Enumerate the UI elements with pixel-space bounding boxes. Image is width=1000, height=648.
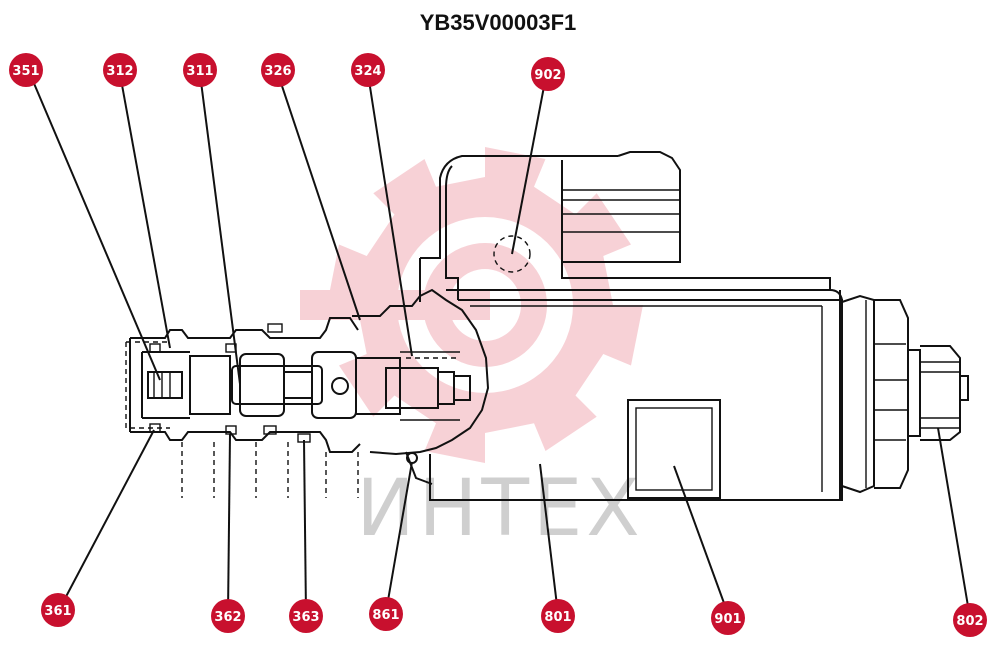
callout-351[interactable]: 351 — [9, 53, 43, 87]
callout-label-311: 311 — [186, 64, 213, 79]
callout-label-361: 361 — [44, 604, 71, 619]
callout-label-802: 802 — [956, 614, 983, 629]
callout-label-312: 312 — [106, 64, 133, 79]
callout-802[interactable]: 802 — [953, 603, 987, 637]
callout-label-901: 901 — [714, 612, 741, 627]
callout-label-326: 326 — [264, 64, 291, 79]
callout-363[interactable]: 363 — [289, 599, 323, 633]
callout-861[interactable]: 861 — [369, 597, 403, 631]
watermark-gear-logo — [300, 147, 643, 463]
callout-label-801: 801 — [544, 610, 571, 625]
callout-312[interactable]: 312 — [103, 53, 137, 87]
valve-body — [125, 317, 471, 498]
callout-326[interactable]: 326 — [261, 53, 295, 87]
callout-801[interactable]: 801 — [541, 599, 575, 633]
watermark-text: ИНТЕХ — [356, 464, 643, 554]
solenoid-housing — [352, 151, 843, 501]
end-nut — [841, 294, 969, 494]
callout-311[interactable]: 311 — [183, 53, 217, 87]
leader-lines — [29, 73, 971, 619]
callout-902[interactable]: 902 — [531, 57, 565, 91]
callout-324[interactable]: 324 — [351, 53, 385, 87]
callout-label-363: 363 — [292, 610, 319, 625]
callout-901[interactable]: 901 — [711, 601, 745, 635]
callout-362[interactable]: 362 — [211, 599, 245, 633]
callout-label-324: 324 — [354, 64, 381, 79]
callout-label-902: 902 — [534, 68, 561, 83]
callout-label-351: 351 — [12, 64, 39, 79]
callout-label-861: 861 — [372, 608, 399, 623]
diagram-title: YB35V00003F1 — [420, 10, 577, 35]
callout-label-362: 362 — [214, 610, 241, 625]
callout-361[interactable]: 361 — [41, 593, 75, 627]
